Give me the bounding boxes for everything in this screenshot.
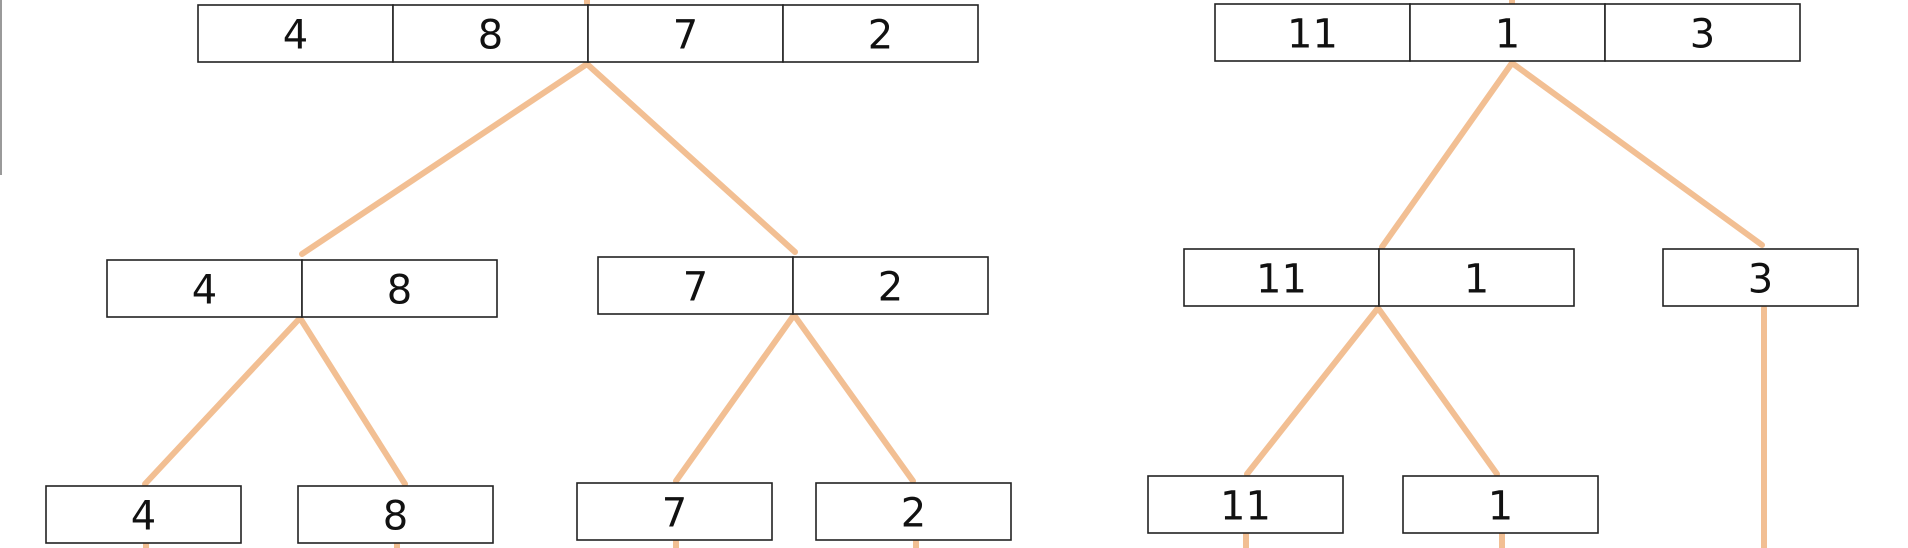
array-cell-value: 2 — [868, 13, 893, 59]
array-cell-value: 1 — [1464, 257, 1489, 303]
connector-line — [142, 315, 303, 487]
array-cell-value: 1 — [1488, 484, 1513, 530]
array-cell — [1147, 475, 1344, 534]
array-cell — [1183, 248, 1380, 307]
connector-line — [299, 61, 590, 257]
array-cell-value: 7 — [673, 13, 698, 59]
connector-line — [673, 312, 797, 484]
array-cell — [1662, 248, 1859, 307]
connector-line — [1379, 60, 1515, 250]
array-cell-value: 7 — [662, 491, 687, 537]
connector-line — [791, 312, 916, 484]
array-box-left-root: 4 8 7 2 — [197, 4, 979, 63]
array-cell — [597, 256, 794, 315]
array-cell — [392, 4, 589, 63]
array-cell — [792, 256, 989, 315]
array-cell — [576, 482, 773, 541]
array-box-left-ll: 4 — [45, 485, 242, 544]
array-cell-value: 7 — [683, 265, 708, 311]
array-box-left-lr: 8 — [297, 485, 494, 544]
connector-line — [1509, 60, 1765, 248]
array-cell — [1604, 3, 1801, 62]
array-box-left-rl: 7 — [576, 482, 773, 541]
array-cell-value: 1 — [1495, 12, 1520, 58]
array-cell-value: 11 — [1256, 257, 1307, 303]
array-cell-value: 11 — [1287, 12, 1338, 58]
array-cell-value: 4 — [283, 13, 308, 59]
array-cell-value: 8 — [387, 268, 412, 314]
array-cell-value: 11 — [1220, 484, 1271, 530]
connector-line — [1244, 305, 1381, 477]
array-cell — [301, 259, 498, 318]
array-cell — [587, 4, 784, 63]
array-cell — [815, 482, 1012, 541]
array-cell — [1378, 248, 1575, 307]
array-cell — [106, 259, 303, 318]
connector-lines — [142, 0, 1767, 548]
array-cell-value: 2 — [878, 265, 903, 311]
array-cell — [1409, 3, 1606, 62]
connector-line — [297, 315, 408, 487]
array-box-right-lr: 1 — [1402, 475, 1599, 534]
array-cell-value: 3 — [1748, 257, 1773, 303]
array-cell-value: 4 — [192, 268, 217, 314]
array-cell-value: 2 — [901, 491, 926, 537]
array-cell-value: 8 — [478, 13, 503, 59]
array-cell — [1214, 3, 1411, 62]
connector-line — [1375, 305, 1500, 477]
array-box-right-r: 3 — [1662, 248, 1859, 307]
left-edge-bar — [0, 0, 2, 175]
array-cell — [297, 485, 494, 544]
array-cell-value: 4 — [131, 494, 156, 540]
array-cell-value: 8 — [383, 494, 408, 540]
array-box-left-rr: 2 — [815, 482, 1012, 541]
array-box-right-ll: 11 — [1147, 475, 1344, 534]
array-cell — [1402, 475, 1599, 534]
array-cell — [45, 485, 242, 544]
connector-line — [584, 61, 798, 255]
array-cell — [782, 4, 979, 63]
array-cell-value: 3 — [1690, 12, 1715, 58]
